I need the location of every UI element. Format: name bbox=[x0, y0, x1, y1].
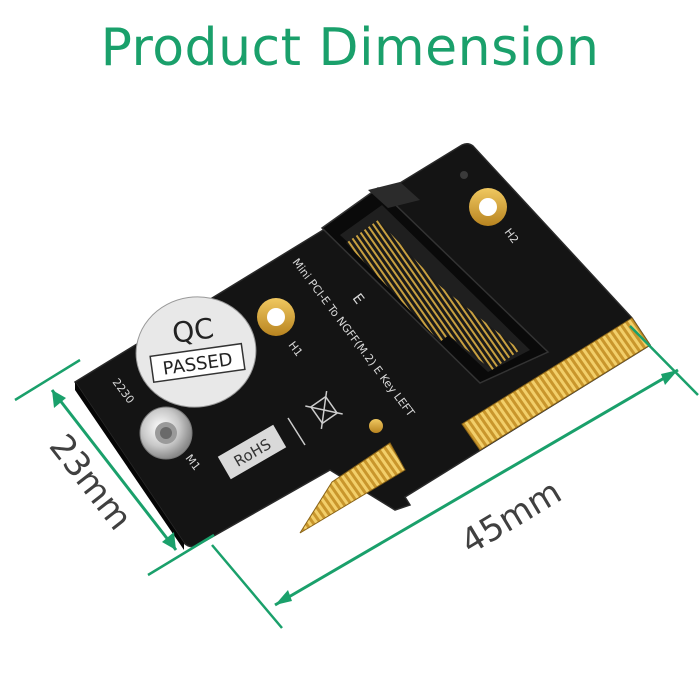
via-dot-small bbox=[460, 171, 468, 179]
dimension-width bbox=[14, 358, 215, 577]
via-dot bbox=[369, 419, 383, 433]
m2-slot bbox=[320, 182, 550, 384]
pcb-board bbox=[73, 142, 652, 550]
weee-bin-icon bbox=[305, 390, 343, 430]
mount-hole-h1 bbox=[257, 298, 295, 336]
gold-contacts-long bbox=[461, 317, 651, 451]
qc-label: QC bbox=[170, 311, 216, 349]
dimension-length bbox=[211, 325, 699, 629]
pcb-shape bbox=[73, 142, 652, 548]
gold-contacts-short bbox=[299, 442, 406, 534]
length-label: 45mm bbox=[454, 472, 568, 563]
mount-hole-h2 bbox=[469, 188, 507, 226]
screw-m1 bbox=[139, 406, 193, 460]
page-title: Product Dimension bbox=[100, 18, 600, 78]
qc-passed-sticker: QC PASSED bbox=[135, 296, 257, 408]
